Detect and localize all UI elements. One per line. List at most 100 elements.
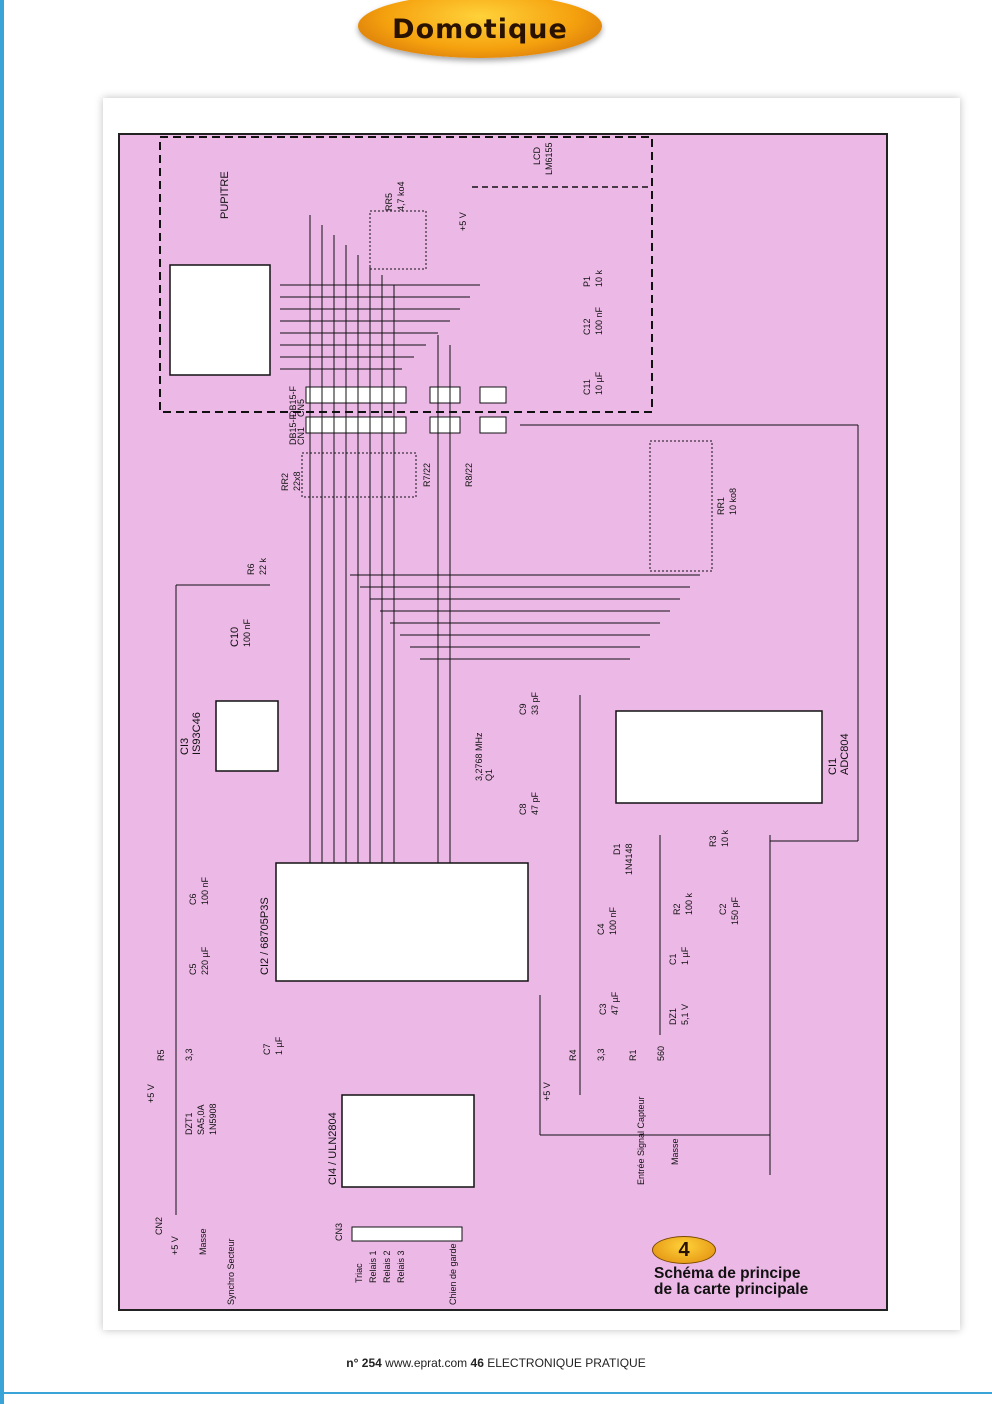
cn2-masse: Masse: [198, 1228, 208, 1255]
r8-label: R8/22: [464, 463, 474, 487]
caption-line-1: Schéma de principe: [654, 1265, 801, 1282]
p1-value: 10 k: [594, 269, 604, 287]
plus5v-label-bottom: +5 V: [542, 1082, 552, 1101]
page-footer: n° 254 www.eprat.com 46 ELECTRONIQUE PRA…: [0, 1356, 992, 1370]
r2-label: R2: [672, 903, 682, 915]
issue-prefix: n°: [346, 1356, 359, 1370]
c11-value: 10 µF: [594, 371, 604, 395]
c5-value: 220 µF: [200, 946, 210, 975]
schematic-svg: PUPITRE LCD LM6155 RR5 4,7 ko4 +5 V CN5 …: [146, 136, 859, 1305]
cn3-relais1: Relais 1: [368, 1250, 378, 1283]
cn3-chien: Chien de garde: [448, 1243, 458, 1305]
caption-text: Schéma de principe de la carte principal…: [654, 1266, 808, 1298]
cn5-label: CN5: [296, 399, 306, 417]
c8-value: 47 pF: [530, 791, 540, 815]
cn1-label: CN1: [296, 427, 306, 445]
pupitre-box: [159, 136, 653, 413]
cn3-relais3: Relais 3: [396, 1250, 406, 1283]
r7-label: R7/22: [422, 463, 432, 487]
magazine-name: ELECTRONIQUE PRATIQUE: [487, 1356, 646, 1370]
rr1-value: 10 ko8: [728, 488, 738, 515]
cn3-relais2: Relais 2: [382, 1250, 392, 1283]
c1-label: C1: [668, 953, 678, 965]
dzt1-alt: 1N5908: [208, 1103, 218, 1135]
figure-number-badge: 4: [652, 1236, 716, 1264]
r5-value: 3,3: [184, 1048, 194, 1061]
r1-value: 560: [656, 1046, 666, 1061]
ci4-label: CI4 / ULN2804: [327, 1112, 339, 1185]
c7-label: C7: [262, 1043, 272, 1055]
c3-label: C3: [598, 1003, 608, 1015]
rr5-value: 4,7 ko4: [396, 181, 406, 211]
cn2-label: CN2: [154, 1217, 164, 1235]
p1-label: P1: [582, 276, 592, 287]
d1-value: 1N4148: [624, 843, 634, 875]
cn1-type: DB15-F: [288, 413, 298, 445]
r6-label: R6: [246, 563, 256, 575]
r6-value: 22 k: [258, 557, 268, 575]
rr2-label: RR2: [280, 473, 290, 491]
masse-label: Masse: [670, 1138, 680, 1165]
pupitre-label: PUPITRE: [219, 171, 231, 219]
dz1-value: 5,1 V: [680, 1004, 690, 1025]
c7-value: 1 µF: [274, 1036, 284, 1055]
c4-value: 100 nF: [608, 906, 618, 935]
c9-label: C9: [518, 703, 528, 715]
r5-label: R5: [156, 1049, 166, 1061]
c10-value: 100 nF: [242, 618, 252, 647]
schematic-diagram: PUPITRE LCD LM6155 RR5 4,7 ko4 +5 V CN5 …: [118, 133, 888, 1311]
caption-line-2: de la carte principale: [654, 1281, 809, 1298]
c10-label: C10: [229, 627, 241, 647]
c9-value: 33 pF: [530, 691, 540, 715]
q1-value: 3,2768 MHz: [474, 732, 484, 781]
c1-value: 1 µF: [680, 946, 690, 965]
cn3-triac: Triac: [354, 1263, 364, 1283]
dzt1-label: DZT1: [184, 1113, 194, 1136]
c8-label: C8: [518, 803, 528, 815]
r1-label: R1: [628, 1049, 638, 1061]
c2-label: C2: [718, 903, 728, 915]
dz1-label: DZ1: [668, 1008, 678, 1025]
page-number: 46: [470, 1356, 484, 1370]
c3-value: 47 µF: [610, 991, 620, 1015]
c6-value: 100 nF: [200, 876, 210, 905]
ci3-model: IS93C46: [191, 712, 203, 755]
site-url: www.eprat.com: [385, 1356, 468, 1370]
plus5v-label-top: +5 V: [458, 212, 468, 231]
c12-value: 100 nF: [594, 306, 604, 335]
keypad: [169, 264, 271, 376]
cn2-synchro: Synchro Secteur: [226, 1238, 236, 1305]
c6-label: C6: [188, 893, 198, 905]
r2-value: 100 k: [684, 892, 694, 915]
c2-value: 150 pF: [730, 896, 740, 925]
dzt1-value: SA5,0A: [196, 1104, 206, 1135]
r3-label: R3: [708, 835, 718, 847]
plus5v-label-left: +5 V: [146, 1084, 156, 1103]
section-header-badge: Domotique: [358, 0, 602, 58]
ci3-label: CI3: [179, 738, 191, 755]
d1-label: D1: [612, 843, 622, 855]
c12-label: C12: [582, 318, 592, 335]
entree-label: Entrée Signal Capteur: [636, 1096, 646, 1185]
c11-label: C11: [582, 379, 592, 395]
c4-label: C4: [596, 923, 606, 935]
ci1-label: CI1: [827, 758, 839, 775]
r4-value: 3,3: [596, 1048, 606, 1061]
q1-label: Q1: [484, 769, 494, 781]
left-border-stripe: [0, 0, 4, 1404]
ci1-model: ADC804: [839, 733, 851, 775]
r3-value: 10 k: [720, 829, 730, 847]
cn2-plus5v: +5 V: [170, 1236, 180, 1255]
cn5-type: DB15-F: [288, 385, 298, 417]
lcd-label: LCD: [532, 146, 542, 165]
c5-label: C5: [188, 963, 198, 975]
r4-label: R4: [568, 1049, 578, 1061]
rr2-value: 22x8: [292, 471, 302, 491]
section-title: Domotique: [392, 13, 568, 45]
rr1-label: RR1: [716, 497, 726, 515]
issue-number: 254: [361, 1356, 382, 1370]
ci2-label: CI2 / 68705P3S: [259, 897, 271, 975]
lcd-model: LM6155: [544, 142, 554, 175]
rr5-label: RR5: [384, 193, 394, 211]
cn3-label: CN3: [334, 1223, 344, 1241]
